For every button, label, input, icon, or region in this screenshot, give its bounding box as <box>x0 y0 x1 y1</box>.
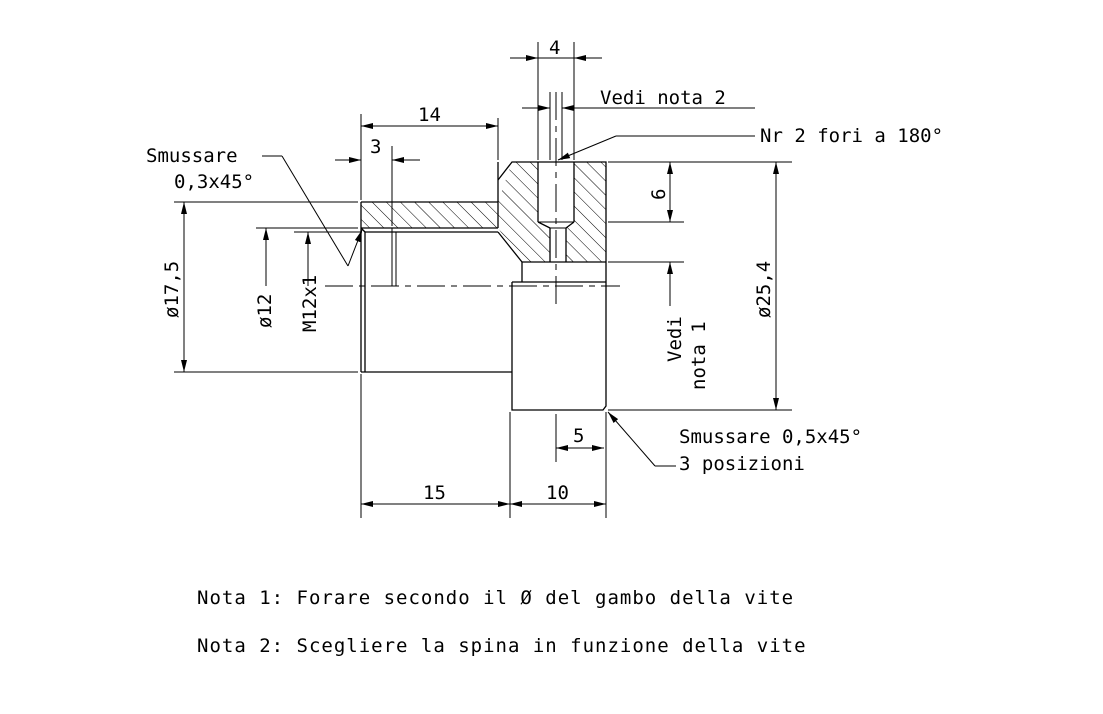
dim-dia17: ø17,5 <box>161 201 358 373</box>
vedi-nota2-text: Vedi nota 2 <box>600 87 726 109</box>
smussare1-line1: Smussare <box>146 145 238 167</box>
note-1: Nota 1: Forare secondo il Ø del gambo de… <box>197 587 794 609</box>
smussare1-callout: Smussare 0,3x45° <box>146 145 363 267</box>
hatch-left <box>361 202 498 228</box>
hatch-flange-left <box>498 162 550 262</box>
part-section <box>325 92 620 411</box>
smussare2-line1: Smussare 0,5x45° <box>679 426 862 448</box>
fori-callout: Nr 2 fori a 180° <box>557 125 943 161</box>
dim-15-text: 15 <box>423 482 446 504</box>
dim-15-10: 15 10 <box>360 374 607 518</box>
smussare2-line2: 3 posizioni <box>679 453 805 475</box>
dim-3: 3 <box>335 136 420 226</box>
dim-14: 14 <box>360 104 499 200</box>
hatch-flange-right <box>566 162 606 262</box>
dim-6-text: 6 <box>648 189 670 200</box>
dim-5: 5 <box>555 414 604 462</box>
fori-text: Nr 2 fori a 180° <box>760 125 943 147</box>
dim-4-text: 4 <box>549 37 560 59</box>
dim-dia12-text: ø12 <box>254 294 276 328</box>
dim-6: 6 <box>608 162 684 223</box>
vedi-nota2-callout: Vedi nota 2 <box>522 87 755 160</box>
notes: Nota 1: Forare secondo il Ø del gambo de… <box>197 587 807 657</box>
note-2: Nota 2: Scegliere la spina in funzione d… <box>197 635 807 657</box>
dim-4: 4 <box>510 37 602 160</box>
dim-m12-text: M12x1 <box>299 275 321 332</box>
vedi-nota1-line2: nota 1 <box>688 321 710 390</box>
dim-5-text: 5 <box>573 425 584 447</box>
dim-3-text: 3 <box>370 136 381 158</box>
smussare2-callout: Smussare 0,5x45° 3 posizioni <box>607 411 862 475</box>
part-outline <box>360 161 607 411</box>
dim-10-text: 10 <box>546 482 569 504</box>
dim-dia25: ø25,4 <box>608 161 792 411</box>
dim-m12: M12x1 <box>294 231 362 332</box>
dim-14-text: 14 <box>418 104 441 126</box>
dim-dia17-text: ø17,5 <box>161 261 183 318</box>
vedi-nota1-callout: Vedi nota 1 <box>608 261 710 390</box>
dim-dia12: ø12 <box>254 227 358 328</box>
smussare1-line2: 0,3x45° <box>174 171 254 193</box>
vedi-nota1-line1: Vedi <box>664 316 686 362</box>
dim-dia25-text: ø25,4 <box>753 261 775 318</box>
